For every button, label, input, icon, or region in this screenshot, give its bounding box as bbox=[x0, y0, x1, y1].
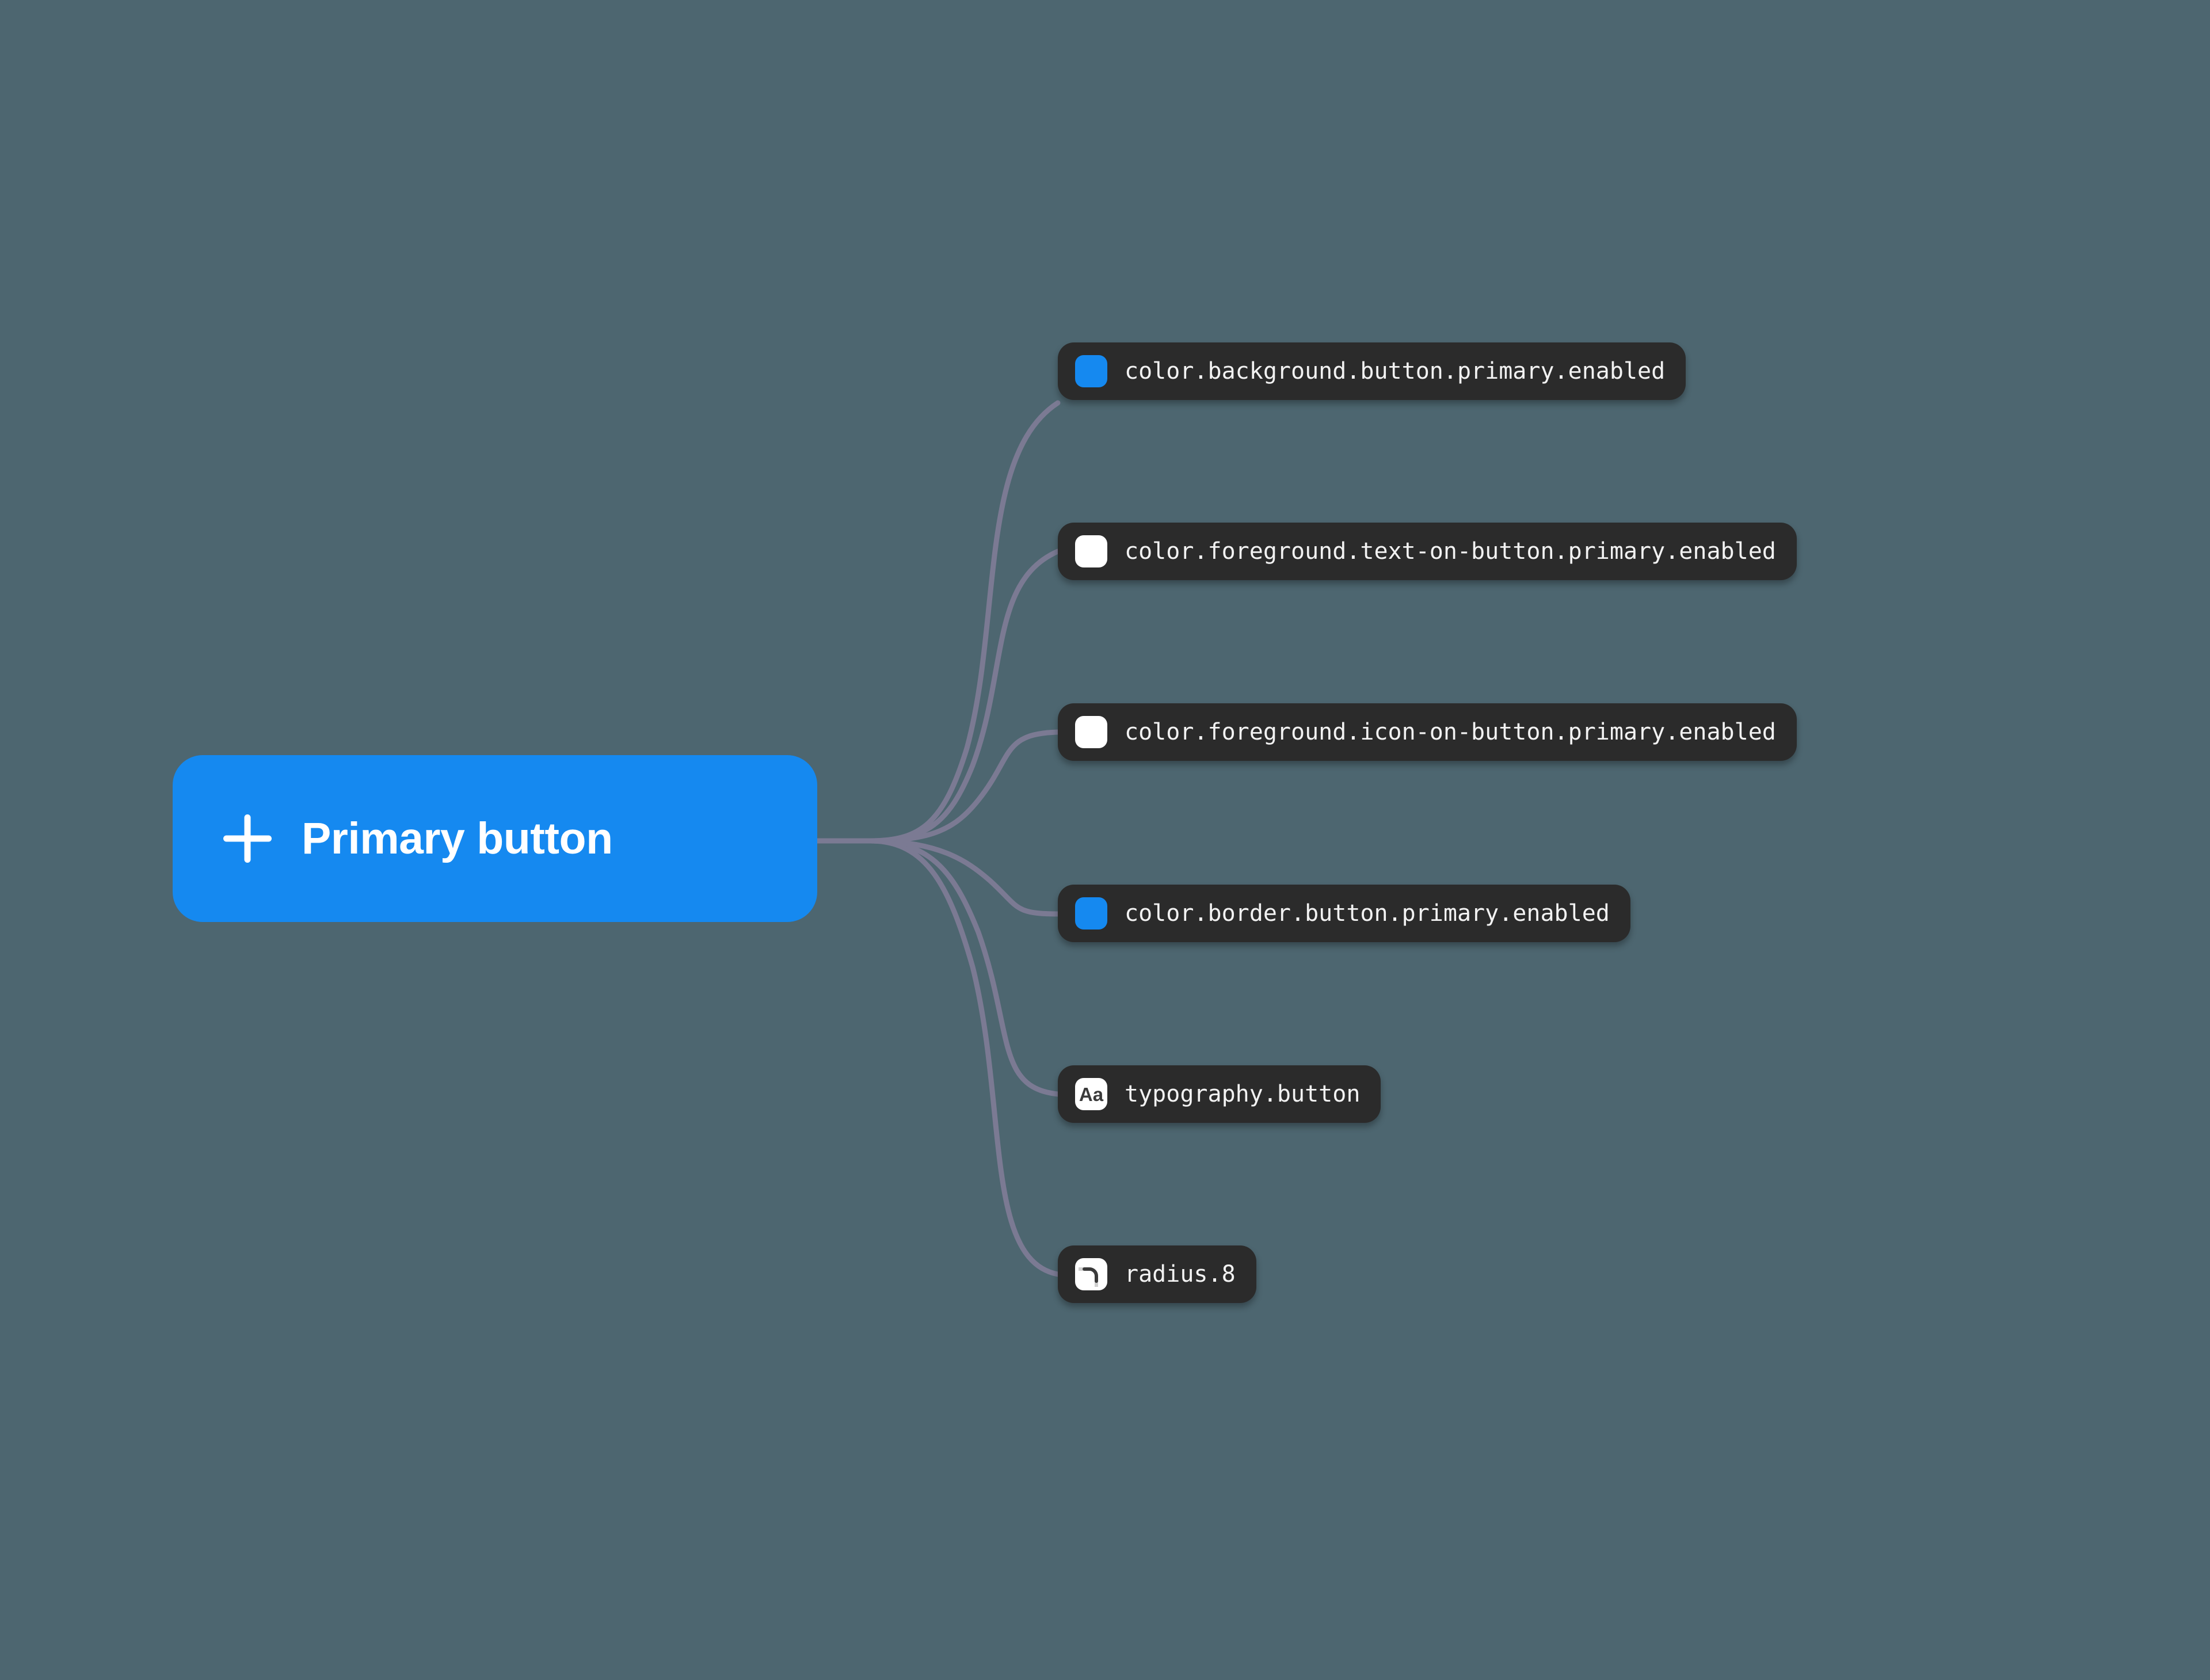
connector-line-1 bbox=[814, 548, 1061, 844]
color-swatch-icon bbox=[1075, 716, 1107, 748]
token-chip-typography[interactable]: Aa typography.button bbox=[1058, 1065, 1381, 1123]
color-swatch-icon bbox=[1075, 355, 1107, 387]
typography-icon: Aa bbox=[1075, 1078, 1107, 1110]
token-chip-label: color.border.button.primary.enabled bbox=[1125, 900, 1610, 927]
token-chip-color-foreground-icon[interactable]: color.foreground.icon-on-button.primary.… bbox=[1058, 703, 1797, 761]
token-chip-color-background[interactable]: color.background.button.primary.enabled bbox=[1058, 342, 1686, 400]
token-chip-label: typography.button bbox=[1125, 1081, 1361, 1107]
connector-line-2 bbox=[814, 729, 1061, 844]
token-chip-label: color.foreground.text-on-button.primary.… bbox=[1125, 538, 1776, 565]
corner-radius-icon bbox=[1075, 1258, 1107, 1290]
token-chip-label: color.background.button.primary.enabled bbox=[1125, 358, 1666, 384]
typography-icon-label: Aa bbox=[1079, 1083, 1104, 1105]
color-swatch-icon bbox=[1075, 897, 1107, 929]
color-swatch-icon bbox=[1075, 535, 1107, 567]
connector-line-3 bbox=[814, 838, 1061, 917]
connector-line-4 bbox=[814, 838, 1061, 1097]
primary-button-node[interactable]: Primary button bbox=[173, 755, 817, 922]
connector-line-0 bbox=[814, 400, 1061, 844]
token-chip-radius[interactable]: radius.8 bbox=[1058, 1245, 1256, 1303]
plus-icon bbox=[223, 814, 272, 863]
token-chip-color-border[interactable]: color.border.button.primary.enabled bbox=[1058, 885, 1630, 942]
token-chip-label: color.foreground.icon-on-button.primary.… bbox=[1125, 719, 1776, 745]
token-chip-color-foreground-text[interactable]: color.foreground.text-on-button.primary.… bbox=[1058, 523, 1797, 580]
token-chip-label: radius.8 bbox=[1125, 1261, 1236, 1287]
primary-button-label: Primary button bbox=[302, 813, 613, 863]
connector-line-5 bbox=[814, 838, 1061, 1277]
